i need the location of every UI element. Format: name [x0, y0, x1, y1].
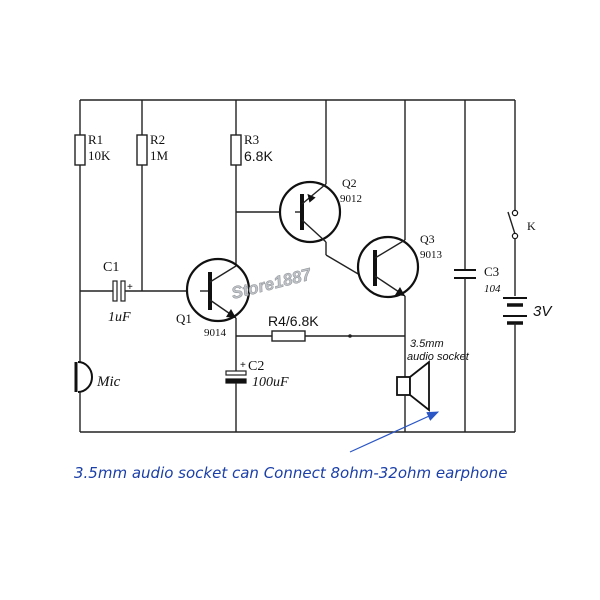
- socket-label-line1: 3.5mm: [410, 338, 444, 350]
- q1-model: 9014: [204, 327, 227, 339]
- c1-label: C1: [103, 260, 119, 275]
- c1-plus: +: [127, 282, 133, 293]
- resistor-r4: [236, 330, 405, 342]
- q3-model: 9013: [420, 249, 443, 261]
- mic-label: Mic: [96, 374, 121, 390]
- battery-label: 3V: [533, 303, 553, 320]
- r3-value: 6.8K: [244, 148, 273, 164]
- switch-label: K: [527, 219, 536, 233]
- c2-plus: +: [240, 360, 246, 371]
- c3-value: 104: [484, 283, 501, 295]
- resistor-r2: [136, 100, 148, 291]
- caption-text: 3.5mm audio socket can Connect 8ohm-32oh…: [74, 464, 507, 482]
- socket-label-line2: audio socket: [407, 351, 470, 363]
- q3-label: Q3: [420, 232, 435, 246]
- r1-label: R1: [88, 132, 103, 147]
- r1-value: 10K: [88, 148, 111, 163]
- switch-k: [507, 100, 519, 296]
- capacitor-c1: [80, 280, 200, 302]
- audio-socket-speaker: [396, 360, 430, 432]
- c3-label: C3: [484, 264, 499, 279]
- battery-3v: [503, 297, 527, 432]
- r3-label: R3: [244, 132, 259, 147]
- r2-value: 1M: [150, 148, 169, 163]
- transistor-q1: [185, 257, 251, 365]
- c2-value: 100uF: [252, 375, 289, 390]
- capacitor-c3: [454, 100, 476, 432]
- c1-value: 1uF: [108, 310, 131, 325]
- caption-arrow: [349, 411, 440, 453]
- r4-label: R4/6.8K: [268, 313, 319, 329]
- transistor-q3: [356, 100, 420, 370]
- q2-model: 9012: [340, 193, 362, 205]
- resistor-r3: [230, 100, 242, 266]
- mic-symbol: [74, 350, 93, 432]
- resistor-r1: [74, 100, 86, 350]
- r2-label: R2: [150, 132, 165, 147]
- q2-label: Q2: [342, 176, 357, 190]
- c2-label: C2: [248, 359, 264, 374]
- transistor-q2: [278, 100, 366, 279]
- q1-label: Q1: [176, 311, 192, 326]
- capacitor-c2: [225, 365, 247, 432]
